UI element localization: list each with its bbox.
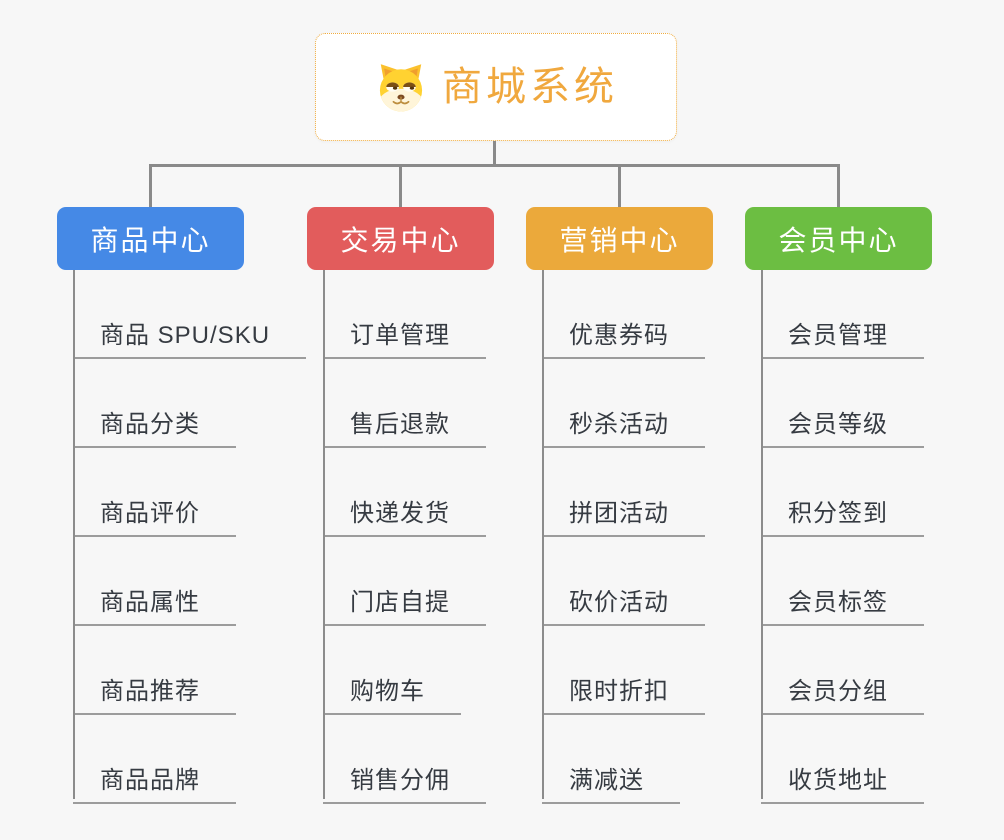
topic-item[interactable]: 商品评价	[73, 448, 236, 537]
branch-bus-line	[149, 164, 840, 167]
topic-item-label: 订单管理	[350, 321, 450, 349]
topic-item-label: 商品品牌	[100, 766, 200, 794]
branch-children-trade-center: 订单管理 售后退款 快递发货 门店自提 购物车 销售分佣	[323, 270, 486, 804]
topic-item[interactable]: 商品属性	[73, 537, 236, 626]
root-node[interactable]: 商城系统	[315, 33, 677, 141]
branch-children-marketing-center: 优惠券码 秒杀活动 拼团活动 砍价活动 限时折扣 满减送	[542, 270, 705, 804]
topic-item[interactable]: 拼团活动	[542, 448, 705, 537]
branch-header-marketing-center[interactable]: 营销中心	[526, 207, 713, 270]
branch-trunk-line	[542, 270, 544, 799]
topic-item[interactable]: 秒杀活动	[542, 359, 705, 448]
branch-trunk-line	[73, 270, 75, 799]
topic-item[interactable]: 会员分组	[761, 626, 924, 715]
topic-item-label: 积分签到	[788, 499, 888, 527]
topic-item-label: 购物车	[350, 677, 425, 705]
topic-item-label: 售后退款	[350, 410, 450, 438]
topic-item-label: 商品推荐	[100, 677, 200, 705]
topic-item[interactable]: 售后退款	[323, 359, 486, 448]
topic-item-label: 会员管理	[788, 321, 888, 349]
branch-drop-line	[837, 164, 840, 207]
topic-item-label: 优惠券码	[569, 321, 669, 349]
branch-header-trade-center[interactable]: 交易中心	[307, 207, 494, 270]
topic-item[interactable]: 砍价活动	[542, 537, 705, 626]
branch-children-product-center: 商品 SPU/SKU 商品分类 商品评价 商品属性 商品推荐 商品品牌	[73, 270, 307, 804]
topic-item[interactable]: 购物车	[323, 626, 461, 715]
topic-item[interactable]: 订单管理	[323, 270, 486, 359]
topic-item[interactable]: 门店自提	[323, 537, 486, 626]
topic-item[interactable]: 积分签到	[761, 448, 924, 537]
topic-item[interactable]: 会员标签	[761, 537, 924, 626]
dog-face-icon	[374, 60, 428, 114]
topic-item-label: 快递发货	[350, 499, 450, 527]
topic-item-label: 商品评价	[100, 499, 200, 527]
topic-item-label: 商品属性	[100, 588, 200, 616]
topic-item[interactable]: 商品分类	[73, 359, 236, 448]
topic-item[interactable]: 优惠券码	[542, 270, 705, 359]
topic-item[interactable]: 快递发货	[323, 448, 486, 537]
topic-item[interactable]: 商品 SPU/SKU	[73, 270, 307, 359]
branch-header-label: 营销中心	[559, 224, 680, 256]
topic-item[interactable]: 满减送	[542, 715, 680, 804]
topic-item-label: 拼团活动	[569, 499, 669, 527]
topic-item-label: 会员标签	[788, 588, 888, 616]
topic-item[interactable]: 会员等级	[761, 359, 924, 448]
topic-item[interactable]: 限时折扣	[542, 626, 705, 715]
branch-drop-line	[149, 164, 152, 207]
root-label: 商城系统	[442, 65, 618, 109]
topic-item-label: 满减送	[569, 766, 644, 794]
topic-item[interactable]: 商品品牌	[73, 715, 236, 804]
topic-item-label: 商品分类	[100, 410, 200, 438]
branch-trunk-line	[761, 270, 763, 799]
branch-header-member-center[interactable]: 会员中心	[745, 207, 932, 270]
branch-header-label: 商品中心	[90, 224, 211, 256]
topic-item-label: 限时折扣	[569, 677, 669, 705]
topic-item[interactable]: 销售分佣	[323, 715, 486, 804]
topic-item[interactable]: 商品推荐	[73, 626, 236, 715]
branch-children-member-center: 会员管理 会员等级 积分签到 会员标签 会员分组 收货地址	[761, 270, 924, 804]
branch-drop-line	[618, 164, 621, 207]
topic-item-label: 门店自提	[350, 588, 450, 616]
topic-item-label: 销售分佣	[350, 766, 450, 794]
topic-item-label: 收货地址	[788, 766, 888, 794]
topic-item[interactable]: 收货地址	[761, 715, 924, 804]
topic-item[interactable]: 会员管理	[761, 270, 924, 359]
branch-trunk-line	[323, 270, 325, 799]
branch-header-label: 交易中心	[340, 224, 461, 256]
branch-header-label: 会员中心	[778, 224, 899, 256]
topic-item-label: 会员分组	[788, 677, 888, 705]
branch-header-product-center[interactable]: 商品中心	[57, 207, 244, 270]
topic-item-label: 商品 SPU/SKU	[100, 321, 271, 349]
root-connector-line	[493, 141, 496, 167]
topic-item-label: 秒杀活动	[569, 410, 669, 438]
topic-item-label: 会员等级	[788, 410, 888, 438]
branch-drop-line	[399, 164, 402, 207]
topic-item-label: 砍价活动	[569, 588, 669, 616]
